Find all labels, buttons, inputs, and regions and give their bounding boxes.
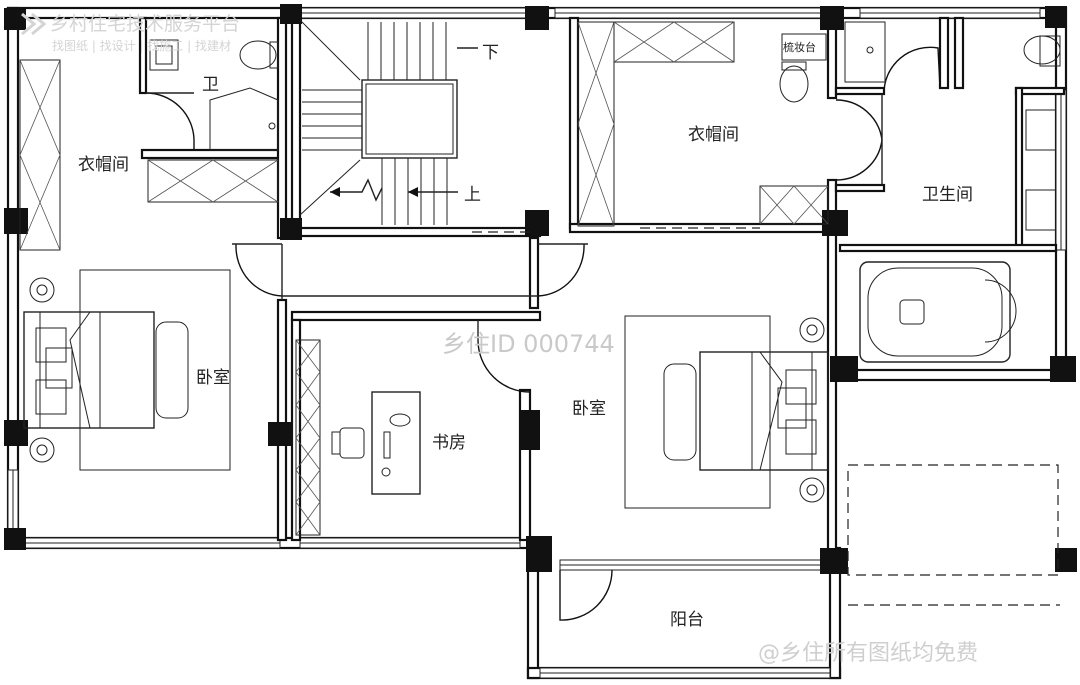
interior-walls <box>138 16 1066 552</box>
terrace-outline <box>847 464 1060 606</box>
label-study: 书房 <box>432 433 466 453</box>
room-labels: 卫 衣帽间 卧室 下 上 书房 衣帽间 梳妆台 卫生间 卧室 阳台 <box>78 40 973 630</box>
study-furniture <box>331 391 421 495</box>
label-vanity: 梳妆台 <box>783 40 816 54</box>
label-wardrobe-left: 衣帽间 <box>78 155 129 175</box>
wardrobes <box>19 21 829 536</box>
label-bedroom-right: 卧室 <box>572 399 606 419</box>
doors <box>145 46 941 621</box>
label-bathroom-right: 卫生间 <box>922 185 973 205</box>
furniture-left-bedroom <box>23 269 231 471</box>
logo-icon <box>21 12 47 36</box>
watermark-center: 乡住ID 000744 <box>442 330 615 358</box>
label-stair-down: 下 <box>482 43 499 63</box>
furniture-right-bedroom <box>624 315 829 509</box>
label-bath-small: 卫 <box>202 75 219 95</box>
staircase <box>299 19 478 225</box>
bathroom-fixtures <box>149 21 1061 363</box>
watermark-subtitle: 找图纸 | 找设计 | 找施工 | 找建材 <box>52 39 231 53</box>
watermark-title: 乡村住宅技术服务平台 <box>50 13 240 35</box>
label-stair-up: 上 <box>464 185 481 205</box>
label-wardrobe-right: 衣帽间 <box>688 125 739 145</box>
watermark-bottom: @乡住所有图纸均免费 <box>758 641 978 666</box>
columns <box>4 4 1077 574</box>
watermarks: 乡村住宅技术服务平台 找图纸 | 找设计 | 找施工 | 找建材 乡住ID 00… <box>21 12 978 666</box>
label-balcony: 阳台 <box>670 610 704 630</box>
label-bedroom-left: 卧室 <box>196 368 230 388</box>
